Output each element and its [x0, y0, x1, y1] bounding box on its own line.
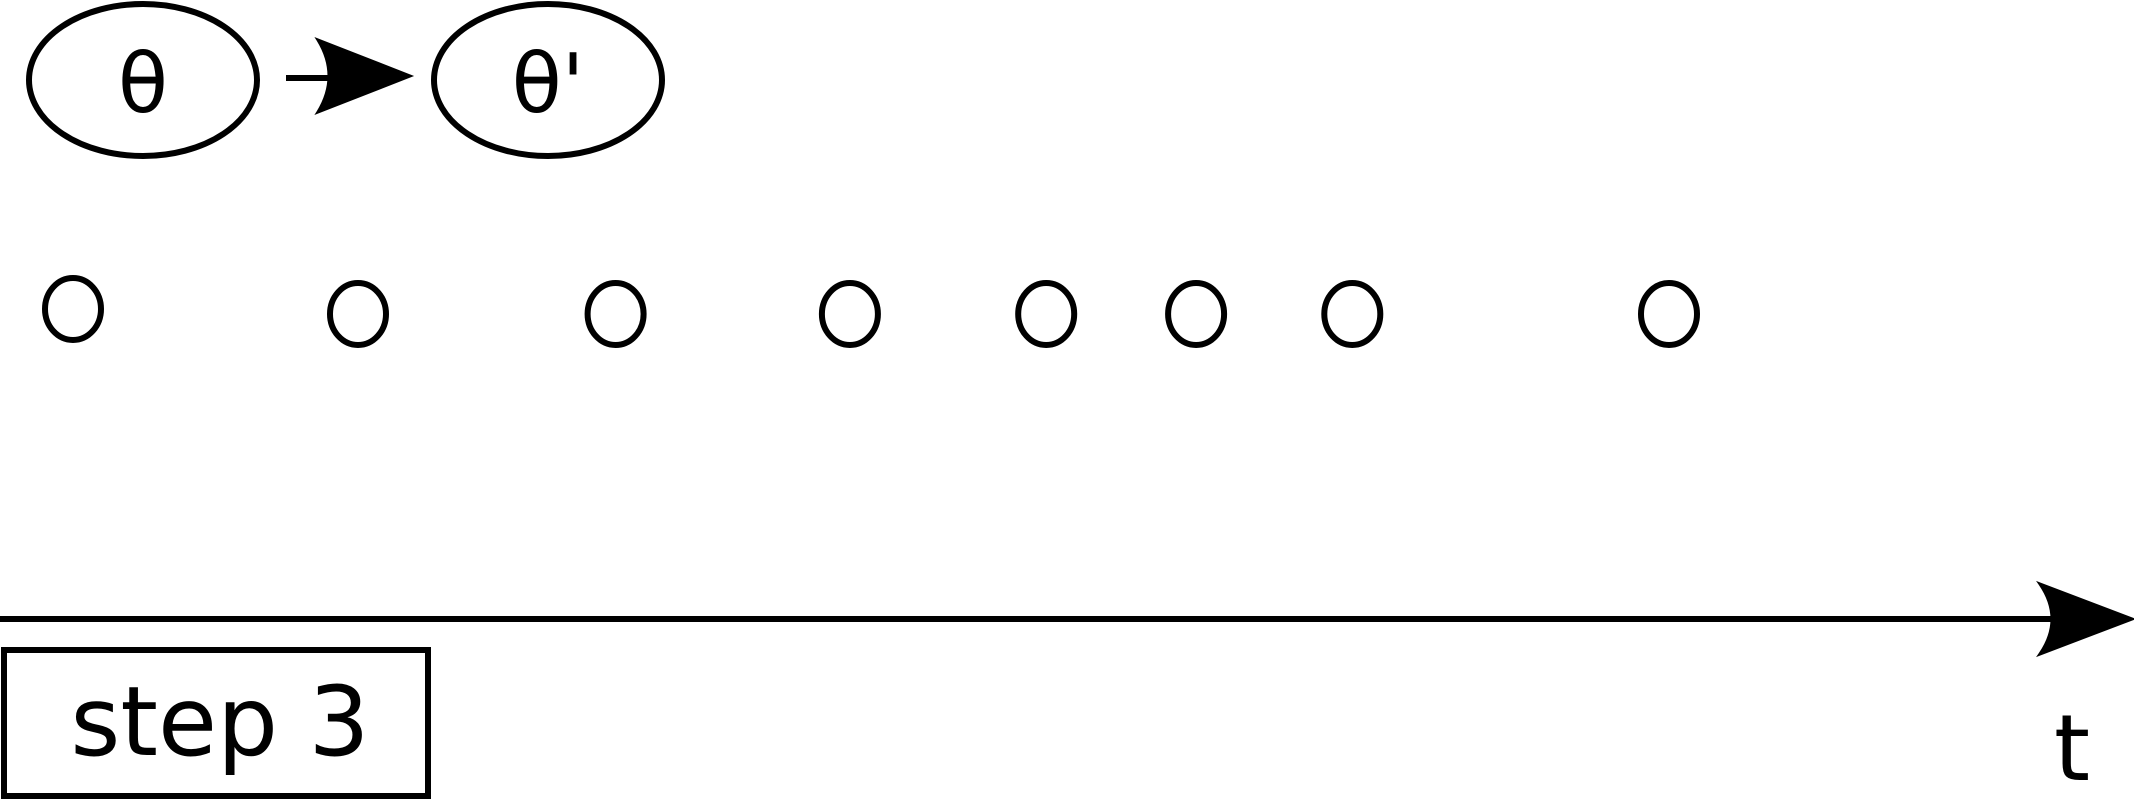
event-marker	[1165, 280, 1228, 348]
event-markers	[42, 275, 1700, 348]
theta-prime-node	[431, 1, 665, 159]
time-axis	[0, 580, 2134, 658]
event-marker	[1321, 280, 1384, 348]
theta-node	[26, 1, 260, 159]
time-axis-label: t	[2054, 695, 2090, 800]
transition-arrow	[286, 36, 415, 116]
event-marker	[327, 280, 389, 348]
theta-prime-label: θ'	[512, 37, 585, 132]
event-marker	[1015, 280, 1078, 348]
time-axis-arrowhead	[2036, 580, 2134, 658]
step-label: step 3	[70, 666, 369, 778]
event-marker	[584, 280, 647, 348]
theta-label: θ	[118, 37, 168, 132]
event-marker	[1638, 280, 1700, 348]
event-marker	[42, 275, 104, 343]
step-box	[1, 647, 431, 799]
event-marker	[818, 280, 881, 348]
